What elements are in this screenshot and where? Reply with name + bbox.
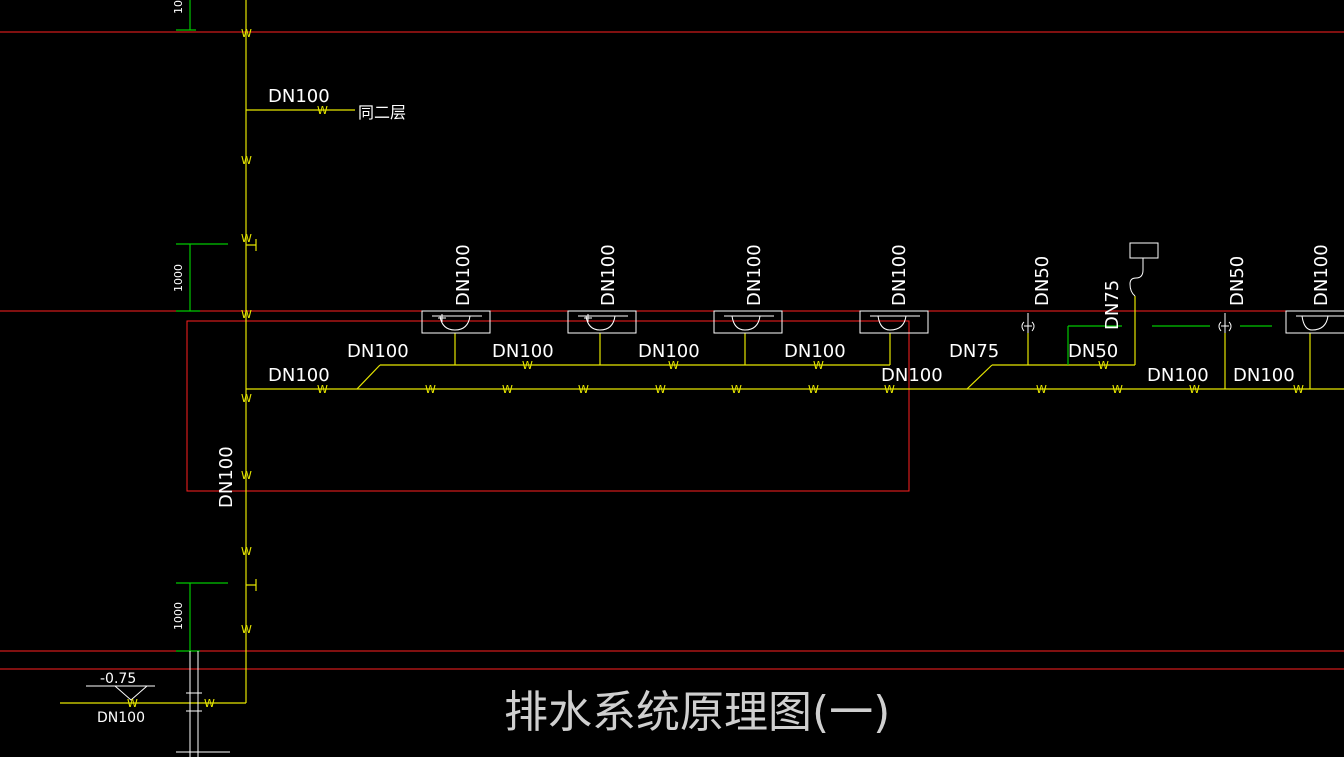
dim-lower xyxy=(176,582,228,652)
svg-text:W: W xyxy=(204,697,215,710)
label-fixture-1: DN100 xyxy=(453,244,474,306)
wall-section xyxy=(176,651,230,757)
label-riser: DN100 xyxy=(216,446,237,508)
label-fixture-7: DN50 xyxy=(1227,256,1248,306)
branch-diag-1 xyxy=(356,364,381,390)
svg-text:W: W xyxy=(241,232,252,245)
label-branch-1: DN100 xyxy=(347,341,409,362)
label-fixture-8: DN100 xyxy=(1311,244,1332,306)
cleanout-upper xyxy=(246,239,257,251)
dim-upper-text: 1000 xyxy=(172,264,185,292)
label-branch-3: DN100 xyxy=(638,341,700,362)
label-fixture-5: DN50 xyxy=(1032,256,1053,306)
label-branch-2: DN100 xyxy=(492,341,554,362)
label-fixture-6: DN75 xyxy=(1102,280,1123,330)
elevation-label: -0.75 xyxy=(100,671,136,687)
dim-upper xyxy=(176,243,228,312)
svg-text:W: W xyxy=(655,383,666,396)
svg-text:W: W xyxy=(1098,359,1109,372)
fixture-basin-2 xyxy=(567,310,637,334)
label-branch-5: DN75 xyxy=(949,341,999,362)
fixture-basin-4 xyxy=(859,310,929,334)
label-branch-top: DN100 xyxy=(268,86,330,107)
svg-text:W: W xyxy=(241,469,252,482)
label-fixture-3: DN100 xyxy=(744,244,765,306)
label-main-mid: DN100 xyxy=(881,365,943,386)
svg-text:W: W xyxy=(241,308,252,321)
label-branch-4: DN100 xyxy=(784,341,846,362)
label-main-right-1: DN100 xyxy=(1147,365,1209,386)
diagram-title: 排水系统原理图(一) xyxy=(504,687,890,738)
label-branch-6: DN50 xyxy=(1068,341,1118,362)
svg-text:W: W xyxy=(813,359,824,372)
svg-text:W: W xyxy=(425,383,436,396)
fixture-basin-8 xyxy=(1285,310,1344,334)
svg-text:W: W xyxy=(578,383,589,396)
cleanout-lower xyxy=(246,579,257,591)
svg-text:W: W xyxy=(241,27,252,40)
fixture-basin-1 xyxy=(421,310,491,334)
svg-text:W: W xyxy=(317,383,328,396)
floor-drain-2 xyxy=(1218,313,1232,333)
svg-text:W: W xyxy=(1189,383,1200,396)
svg-text:W: W xyxy=(522,359,533,372)
floor-drain-1 xyxy=(1021,313,1035,333)
highlight-box xyxy=(186,320,910,492)
elevation-marker xyxy=(86,685,155,701)
branch-diag-2 xyxy=(966,364,993,390)
svg-text:W: W xyxy=(317,104,328,117)
svg-text:W: W xyxy=(668,359,679,372)
note-same-as-second-floor: 同二层 xyxy=(358,103,406,122)
dim-lower-text: 1000 xyxy=(172,602,185,630)
svg-text:W: W xyxy=(241,623,252,636)
dim-top-text: 10 xyxy=(172,0,185,14)
svg-text:W: W xyxy=(884,383,895,396)
svg-text:W: W xyxy=(241,545,252,558)
svg-text:W: W xyxy=(1293,383,1304,396)
svg-text:W: W xyxy=(241,392,252,405)
svg-text:W: W xyxy=(731,383,742,396)
svg-text:W: W xyxy=(1112,383,1123,396)
label-fixture-2: DN100 xyxy=(598,244,619,306)
svg-text:W: W xyxy=(808,383,819,396)
vent-green-1 xyxy=(1067,325,1122,365)
svg-text:W: W xyxy=(1036,383,1047,396)
trap-fixture xyxy=(1129,242,1159,297)
dim-top xyxy=(176,0,196,31)
fixture-basin-3 xyxy=(713,310,783,334)
svg-text:W: W xyxy=(241,154,252,167)
label-fixture-4: DN100 xyxy=(889,244,910,306)
label-inlet: DN100 xyxy=(97,710,145,726)
label-main-right-2: DN100 xyxy=(1233,365,1295,386)
pipe-markers: W W W W W W W W W W W W W W W W W W W W … xyxy=(127,27,1304,710)
label-main-left: DN100 xyxy=(268,365,330,386)
svg-text:W: W xyxy=(502,383,513,396)
svg-text:W: W xyxy=(127,697,138,710)
